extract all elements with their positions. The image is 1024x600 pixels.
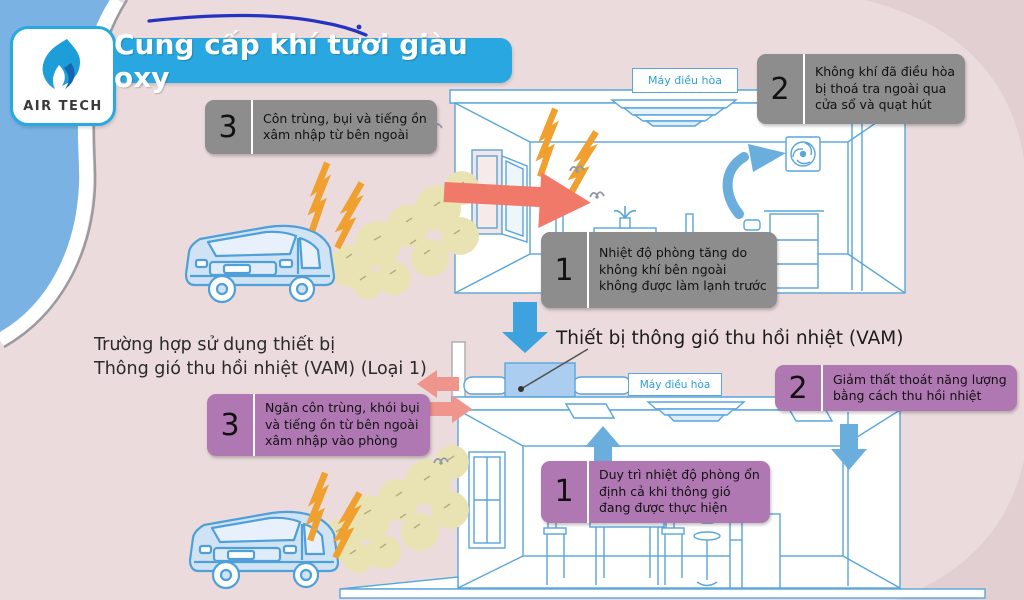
airtech-logo: AIR TECH [10, 26, 116, 126]
air-conditioner-top-drawing [610, 99, 738, 127]
page-title: Cung cấp khí tươi giàu oxy [114, 28, 512, 94]
car-drawing [184, 224, 336, 304]
transition-down-arrow [502, 302, 548, 353]
callout-text: Ngăn côn trùng, khói bụi và tiếng ồn từ … [265, 400, 420, 449]
callout-bottom-2: 2 Giảm thất thoát năng lượng bằng cách t… [775, 365, 1017, 411]
hot-air-inflow-arrow [443, 172, 591, 229]
scenario-bottom-heading: Trường hợp sử dụng thiết bị Thông gió th… [94, 335, 427, 380]
ventilation-arrows [585, 424, 867, 472]
callout-bottom-3: 3 Ngăn côn trùng, khói bụi và tiếng ồn t… [207, 394, 430, 456]
brand-name: AIR TECH [23, 99, 103, 114]
air-escape-curved-arrow [722, 144, 786, 219]
callout-number: 3 [205, 100, 253, 154]
blocked-air-arrows [417, 370, 472, 423]
flame-icon [42, 39, 81, 89]
air-conditioner-bottom-drawing [646, 401, 746, 422]
callout-text: Nhiệt độ phòng tăng do không khí bên ngo… [599, 245, 767, 294]
callout-top-2: 2 Không khí đã điều hòa bị thoá tra ngoà… [757, 54, 965, 124]
vam-pointer-line [518, 348, 589, 392]
callout-number: 2 [775, 365, 823, 411]
ac-label-top: Máy điều hòa [632, 68, 738, 93]
callout-text: Côn trùng, bụi và tiếng ồn xâm nhập từ b… [263, 110, 427, 143]
smoke-cloud [318, 444, 470, 574]
ceiling-diffuser [564, 403, 616, 419]
callout-text: Giảm thất thoát năng lượng bằng cách thu… [833, 371, 1007, 404]
callout-number: 2 [757, 54, 805, 124]
vam-pointer-label: Thiết bị thông gió thu hồi nhiệt (VAM) [556, 328, 904, 349]
callout-number: 3 [207, 394, 255, 456]
refrigerator-drawing [729, 513, 781, 589]
callout-text: Duy trì nhiệt độ phòng ổn định cả khi th… [599, 467, 760, 515]
background-corner-shapes [865, 0, 1024, 600]
callout-number: 1 [541, 232, 589, 308]
callout-text: Không khí đã điều hòa bị thoá tra ngoài … [815, 64, 955, 113]
lightning-icon [297, 163, 342, 231]
callout-bottom-1: 1 Duy trì nhiệt độ phòng ổn định cả khi … [541, 461, 770, 523]
window-bottom-drawing [468, 451, 506, 549]
ac-label-bottom: Máy điều hòa [628, 373, 722, 396]
vam-unit-drawing [463, 362, 632, 398]
callout-number: 1 [541, 461, 589, 523]
exhaust-fan-icon [785, 136, 821, 172]
callout-top-1: 1 Nhiệt độ phòng tăng do không khí bên n… [541, 232, 777, 308]
callout-top-3: 3 Côn trùng, bụi và tiếng ồn xâm nhập từ… [205, 100, 437, 154]
counter-drawing [764, 210, 824, 289]
pen-scribble-decoration [147, 13, 368, 37]
